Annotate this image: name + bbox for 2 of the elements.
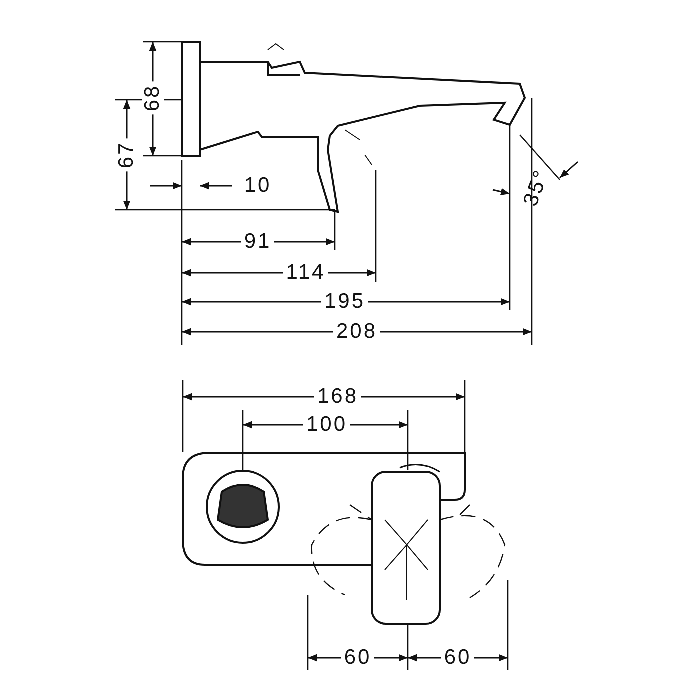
dimension-label: 35° — [519, 165, 555, 212]
dimension-label: 68 — [142, 81, 164, 115]
